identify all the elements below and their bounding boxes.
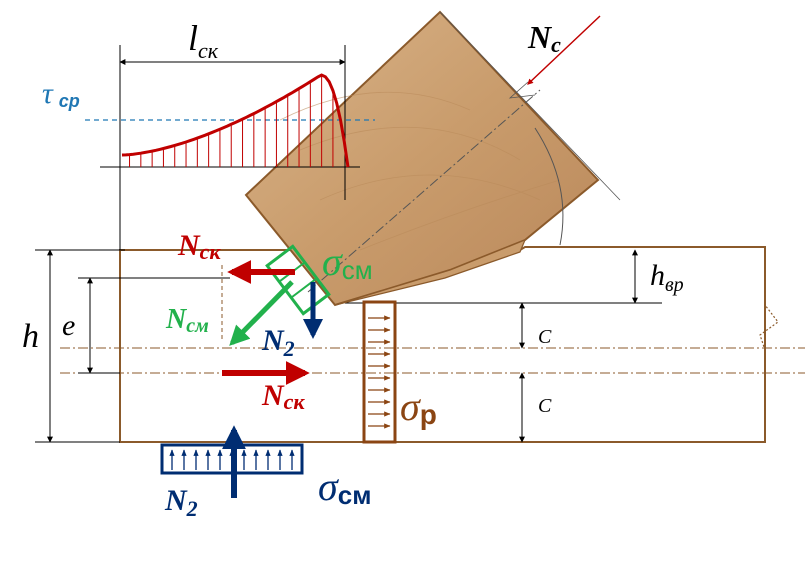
- force-arrows: [222, 15, 601, 385]
- sigma-sm-bottom-label: σсм: [318, 464, 371, 510]
- h-label: h: [22, 318, 39, 355]
- n2-bottom-label: N2: [164, 484, 198, 521]
- sigma-p-label: σр: [400, 384, 437, 430]
- e-label: e: [62, 309, 75, 342]
- support-crushing-stress: [160, 425, 304, 498]
- axis-lines: [60, 265, 805, 374]
- n-sm-label: Nсм: [165, 304, 209, 337]
- nc-label: Nc: [527, 19, 561, 57]
- inclined-rafter: [244, 10, 621, 307]
- c-top-label: C: [538, 326, 552, 348]
- n-sk-top-label: Nск: [177, 229, 221, 264]
- n2-mid-label: N2: [261, 324, 295, 361]
- c-bottom-label: C: [538, 395, 552, 417]
- l-sk-label: lск: [188, 18, 219, 63]
- shear-stress-diagram: [85, 45, 375, 250]
- tension-stress-block: [362, 300, 397, 444]
- h-vr-label: hвр: [650, 259, 684, 296]
- n-sk-bottom-label: Nск: [261, 379, 305, 414]
- dimension-lines: [35, 249, 638, 443]
- sigma-sm-top-label: σсм: [322, 239, 373, 285]
